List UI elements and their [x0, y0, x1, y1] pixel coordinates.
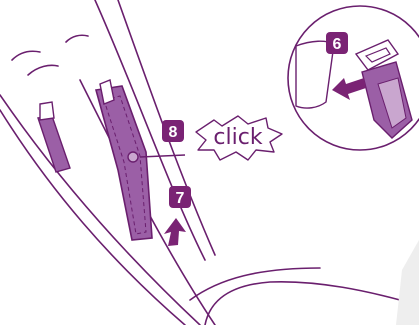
step-6-number: 6 — [333, 36, 342, 53]
buckle-clip — [354, 39, 400, 71]
shadow-shape — [396, 240, 419, 325]
left-strap — [37, 101, 71, 173]
step-8-badge: 8 — [162, 120, 184, 142]
fabric-mark-1 — [11, 50, 41, 61]
step-7-number: 7 — [176, 190, 185, 207]
fabric-mark-2 — [27, 64, 59, 76]
left-arrow-icon — [332, 78, 366, 100]
strap-button — [127, 151, 139, 163]
step-8-number: 8 — [169, 124, 178, 141]
up-arrow-icon — [164, 218, 186, 246]
frame-tube-left-inner — [0, 94, 201, 325]
click-burst: click — [195, 115, 283, 161]
seat-cushion-edge — [204, 280, 401, 325]
frame-tube-right-1 — [94, 0, 206, 261]
step-6-badge — [326, 32, 348, 54]
fabric-mark-3 — [65, 34, 89, 43]
step-8-pointer — [139, 154, 186, 158]
detail-inset: 6 — [287, 5, 419, 151]
main-strap — [94, 79, 153, 241]
seat-cushion-fold — [189, 267, 321, 301]
step-7-badge: 7 — [169, 186, 191, 208]
frame-tube-left-outer — [0, 109, 186, 325]
click-label: click — [213, 125, 262, 150]
